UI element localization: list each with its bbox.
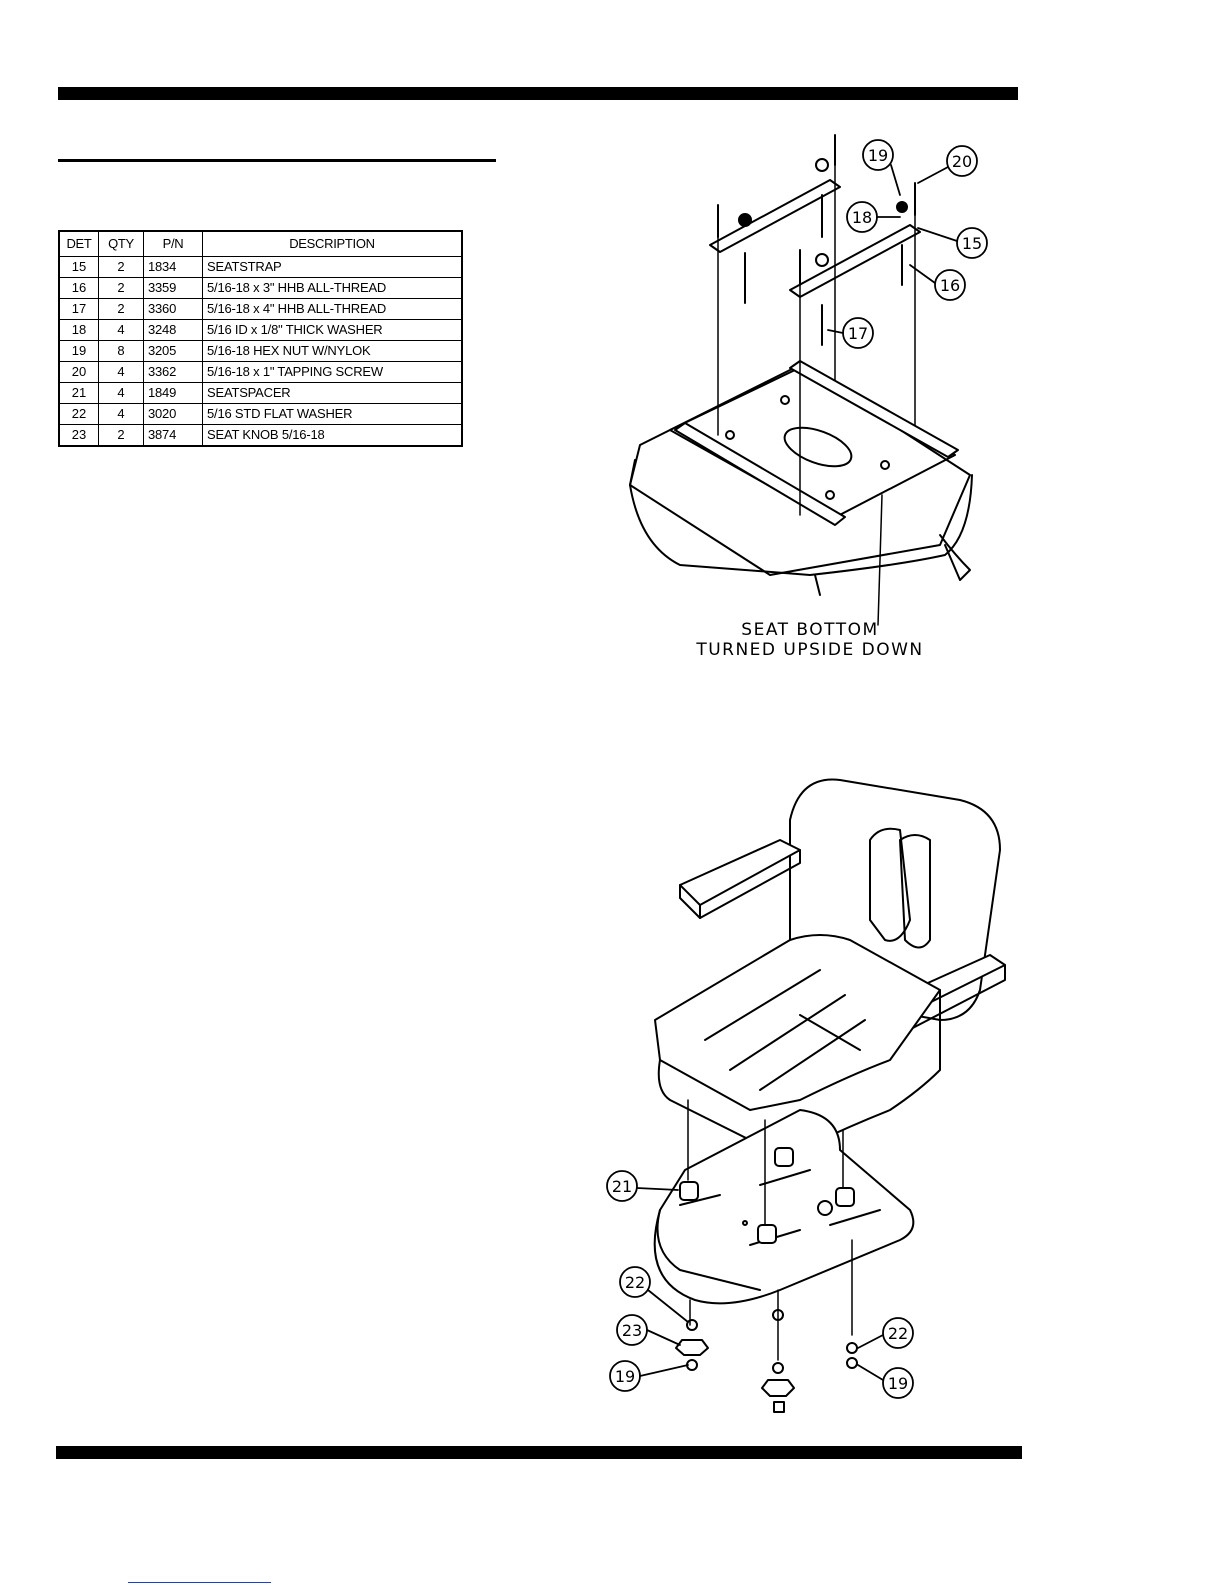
callout-22: 22 [888,1324,908,1343]
seat-strap-installed [674,360,959,526]
cell-qty: 8 [98,340,144,362]
seat-cushion-shape [629,364,973,596]
cell-det: 17 [58,298,99,320]
cell-pn: 3874 [143,424,203,447]
cell-desc: 5/16-18 x 4" HHB ALL-THREAD [202,298,463,320]
bottom-rule [56,1446,1022,1459]
callout-15: 15 [962,234,982,253]
cell-pn: 3359 [143,277,203,299]
cell-desc: 5/16-18 HEX NUT W/NYLOK [202,340,463,362]
cell-qty: 4 [98,361,144,383]
callout-19: 19 [868,146,888,165]
cell-pn: 1834 [143,256,203,278]
col-qty: QTY [98,230,144,257]
cell-desc: 5/16-18 x 1" TAPPING SCREW [202,361,463,383]
cell-det: 19 [58,340,99,362]
callout-20: 20 [952,152,972,171]
cell-det: 23 [58,424,99,447]
cell-desc: SEAT KNOB 5/16-18 [202,424,463,447]
table-row: 15 2 1834 SEATSTRAP [58,256,463,278]
seat-assembly-diagram: 21 22 23 19 22 19 [606,778,1006,1413]
parts-table: DET QTY P/N DESCRIPTION 15 2 1834 SEATST… [58,230,463,447]
left-armrest [679,839,801,919]
caption-line-1: SEAT BOTTOM [741,620,879,640]
cell-qty: 2 [98,424,144,447]
table-row: 17 2 3360 5/16-18 x 4" HHB ALL-THREAD [58,298,463,320]
cell-det: 22 [58,403,99,425]
callout-18: 18 [852,208,872,227]
header-underline [58,159,496,162]
table-row: 22 4 3020 5/16 STD FLAT WASHER [58,403,463,425]
callout-23: 23 [622,1321,642,1340]
seat-bottom-caption: SEAT BOTTOM TURNED UPSIDE DOWN [685,620,935,660]
knobs-and-nuts [675,1309,858,1413]
seat-spacers [679,1147,855,1244]
callout-labels: 19 20 18 15 16 17 [848,146,982,343]
cell-qty: 4 [98,382,144,404]
cell-det: 15 [58,256,99,278]
table-row: 21 4 1849 SEATSPACER [58,382,463,404]
callout-21: 21 [612,1177,632,1196]
cell-pn: 1849 [143,382,203,404]
seat-strap-exploded [709,179,921,298]
callout-17: 17 [848,324,868,343]
assembly-lines [717,164,916,626]
cell-det: 16 [58,277,99,299]
caption-line-2: TURNED UPSIDE DOWN [696,640,924,660]
callout-19: 19 [888,1374,908,1393]
callout-16: 16 [940,276,960,295]
seat-mounting-plate [653,1109,915,1305]
callout-22: 22 [625,1273,645,1292]
cell-desc: 5/16 ID x 1/8" THICK WASHER [202,319,463,341]
col-description: DESCRIPTION [202,230,463,257]
cell-qty: 4 [98,319,144,341]
callouts [606,1170,914,1399]
callouts [827,139,988,349]
cell-det: 18 [58,319,99,341]
cell-desc: 5/16-18 x 3" HHB ALL-THREAD [202,277,463,299]
cell-pn: 3205 [143,340,203,362]
cell-pn: 3360 [143,298,203,320]
parts-table-header: DET QTY P/N DESCRIPTION [58,230,463,257]
assembly-lines [687,1099,853,1361]
cell-desc: SEATSPACER [202,382,463,404]
cell-det: 20 [58,361,99,383]
link-underline[interactable] [128,1582,271,1583]
cell-qty: 2 [98,256,144,278]
cell-det: 21 [58,382,99,404]
bolts [717,134,916,346]
table-row: 18 4 3248 5/16 ID x 1/8" THICK WASHER [58,319,463,341]
col-pn: P/N [143,230,203,257]
cell-desc: SEATSTRAP [202,256,463,278]
cell-qty: 2 [98,277,144,299]
callout-labels: 21 22 23 19 22 19 [612,1177,908,1393]
callout-19: 19 [615,1367,635,1386]
col-det: DET [58,230,99,257]
table-row: 19 8 3205 5/16-18 HEX NUT W/NYLOK [58,340,463,362]
cell-pn: 3020 [143,403,203,425]
cell-pn: 3248 [143,319,203,341]
table-row: 23 2 3874 SEAT KNOB 5/16-18 [58,424,463,447]
cell-qty: 2 [98,298,144,320]
table-row: 20 4 3362 5/16-18 x 1" TAPPING SCREW [58,361,463,383]
seat-bottom-exploded-diagram: 19 20 18 15 16 17 [629,134,988,626]
table-row: 16 2 3359 5/16-18 x 3" HHB ALL-THREAD [58,277,463,299]
cell-qty: 4 [98,403,144,425]
cell-pn: 3362 [143,361,203,383]
top-rule [58,87,1018,100]
cell-desc: 5/16 STD FLAT WASHER [202,403,463,425]
